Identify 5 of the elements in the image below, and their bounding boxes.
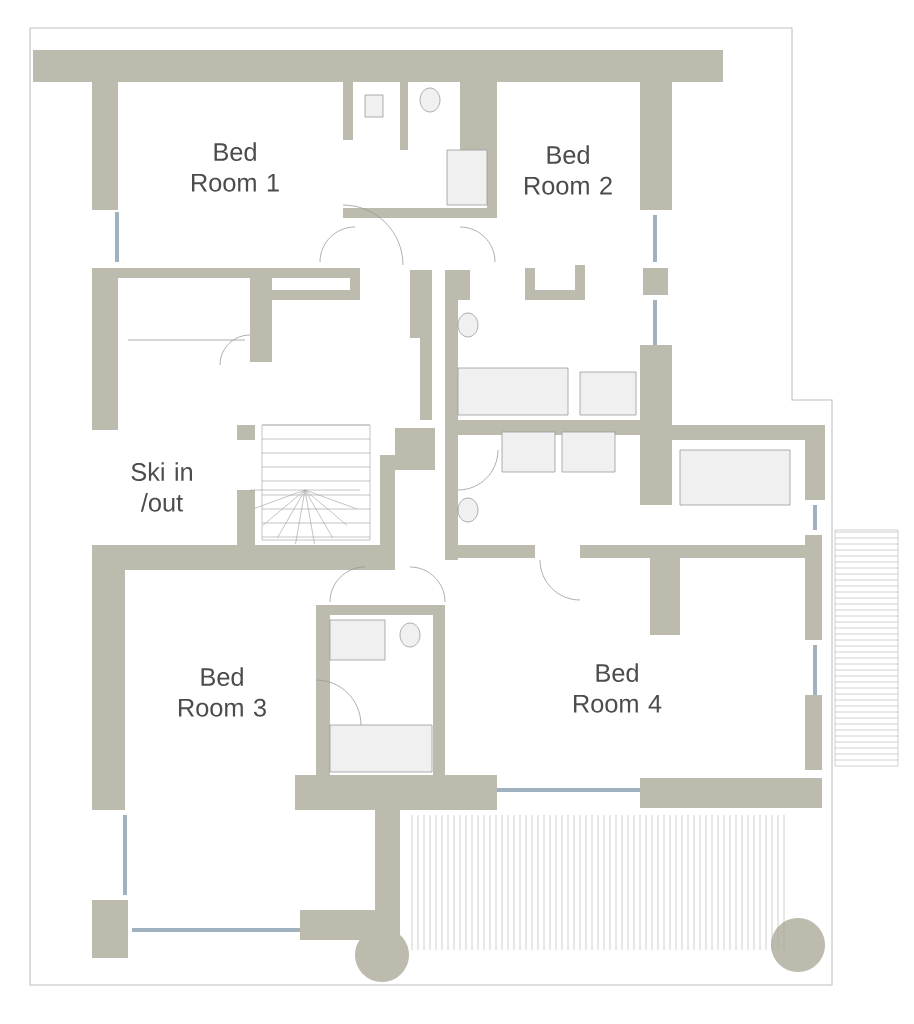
room-label: Bed Room 2 — [525, 145, 612, 195]
room-label: Bed Room 1 — [192, 142, 279, 192]
room-label: Ski in /out — [131, 462, 192, 512]
room-label: Bed Room 3 — [179, 667, 266, 717]
room-label: Bed Room 4 — [574, 663, 662, 713]
